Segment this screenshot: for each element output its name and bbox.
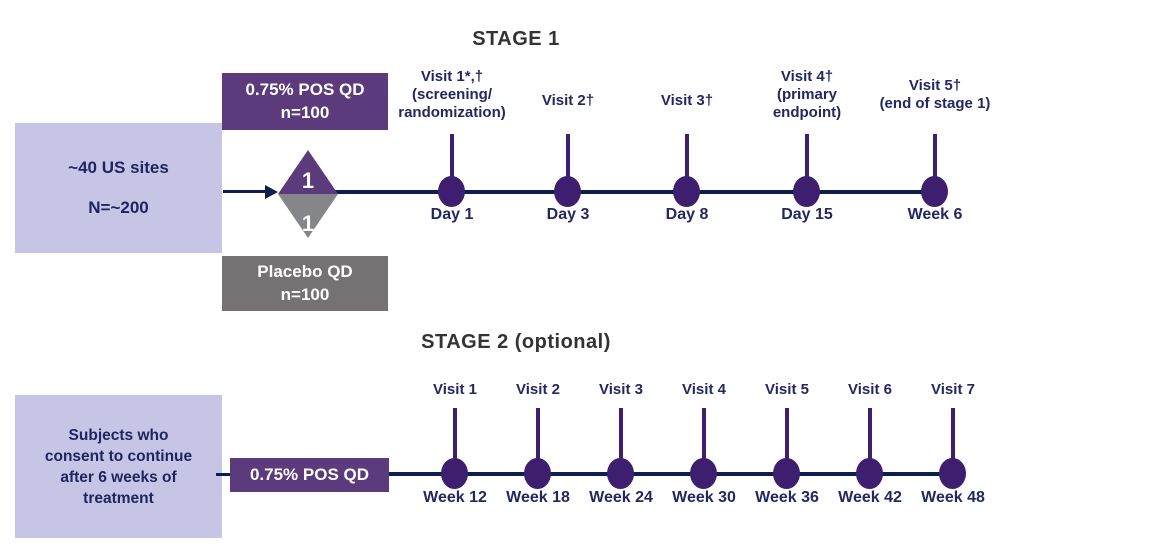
- stage1-timeline: [334, 190, 936, 194]
- placebo-box: Placebo QD n=100: [222, 256, 388, 311]
- flow-arrow-icon: [265, 185, 278, 199]
- visit-marker: [773, 458, 800, 489]
- visit-tick: [785, 408, 789, 463]
- visit-label: Visit 5: [765, 381, 809, 398]
- stage2-connector-line: [216, 473, 234, 476]
- visit-tick: [951, 408, 955, 463]
- subjects-box-text: Subjects who consent to continue after 6…: [44, 426, 193, 507]
- visit-time-label: Day 3: [546, 206, 590, 223]
- visit-marker: [554, 176, 581, 207]
- stage2-heading: STAGE 2 (optional): [421, 331, 611, 353]
- visit-label: Visit 3†: [660, 92, 714, 109]
- stage2-treatment-box: 0.75% POS QD: [230, 458, 389, 492]
- visit-label: Visit 6: [848, 381, 892, 398]
- visit-marker: [690, 458, 717, 489]
- randomization-diamond: 1 1: [278, 150, 338, 238]
- stage1-connector-line: [223, 190, 268, 193]
- sites-box-line1: ~40 US sites: [68, 158, 169, 177]
- ratio-bottom: 1: [302, 211, 314, 236]
- visit-label: Visit 3: [599, 381, 643, 398]
- visit-marker: [607, 458, 634, 489]
- stage2-treatment-label: 0.75% POS QD: [249, 464, 370, 484]
- visit-tick: [453, 408, 457, 463]
- visit-time-label: Day 15: [781, 206, 833, 223]
- visit-label: Visit 5† (end of stage 1): [879, 77, 991, 112]
- ratio-top: 1: [302, 168, 314, 193]
- visit-tick: [566, 134, 570, 180]
- visit-marker: [856, 458, 883, 489]
- visit-tick: [536, 408, 540, 463]
- sites-box: ~40 US sites N=~200: [15, 123, 222, 253]
- diamond-top-half: [278, 150, 338, 194]
- visit-label: Visit 2†: [541, 92, 595, 109]
- visit-time-label: Week 42: [838, 489, 902, 506]
- visit-time-label: Day 1: [430, 206, 474, 223]
- visit-label: Visit 7: [931, 381, 975, 398]
- visit-time-label: Week 6: [907, 206, 963, 223]
- subjects-box: Subjects who consent to continue after 6…: [15, 395, 222, 538]
- visit-marker: [441, 458, 468, 489]
- visit-label: Visit 2: [516, 381, 560, 398]
- visit-marker: [939, 458, 966, 489]
- visit-label: Visit 4: [682, 381, 726, 398]
- visit-time-label: Week 48: [921, 489, 985, 506]
- diamond-bottom-half: [278, 194, 338, 238]
- sites-box-line2: N=~200: [88, 198, 149, 217]
- visit-time-label: Week 36: [755, 489, 819, 506]
- visit-label: Visit 1*,† (screening/ randomization): [398, 68, 506, 121]
- visit-time-label: Week 30: [672, 489, 736, 506]
- visit-marker: [524, 458, 551, 489]
- visit-tick: [702, 408, 706, 463]
- visit-marker: [438, 176, 465, 207]
- stage1-treatment-line1: 0.75% POS QD: [245, 79, 365, 99]
- visit-time-label: Day 8: [665, 206, 709, 223]
- visit-tick: [805, 134, 809, 180]
- stage1-treatment-box: 0.75% POS QD n=100: [222, 73, 388, 130]
- visit-tick: [450, 134, 454, 180]
- stage1-heading: STAGE 1: [472, 28, 560, 50]
- stage1-treatment-line2: n=100: [280, 102, 330, 122]
- stage2-timeline: [388, 472, 955, 476]
- visit-label: Visit 1: [433, 381, 477, 398]
- visit-tick: [933, 134, 937, 180]
- visit-tick: [619, 408, 623, 463]
- visit-tick: [685, 134, 689, 180]
- placebo-line1: Placebo QD: [257, 261, 353, 281]
- visit-time-label: Week 18: [506, 489, 570, 506]
- visit-label: Visit 4† (primary endpoint): [772, 68, 842, 121]
- visit-marker: [793, 176, 820, 207]
- visit-marker: [921, 176, 948, 207]
- placebo-line2: n=100: [280, 284, 330, 304]
- visit-tick: [868, 408, 872, 463]
- visit-time-label: Week 12: [423, 489, 487, 506]
- visit-time-label: Week 24: [589, 489, 653, 506]
- visit-marker: [673, 176, 700, 207]
